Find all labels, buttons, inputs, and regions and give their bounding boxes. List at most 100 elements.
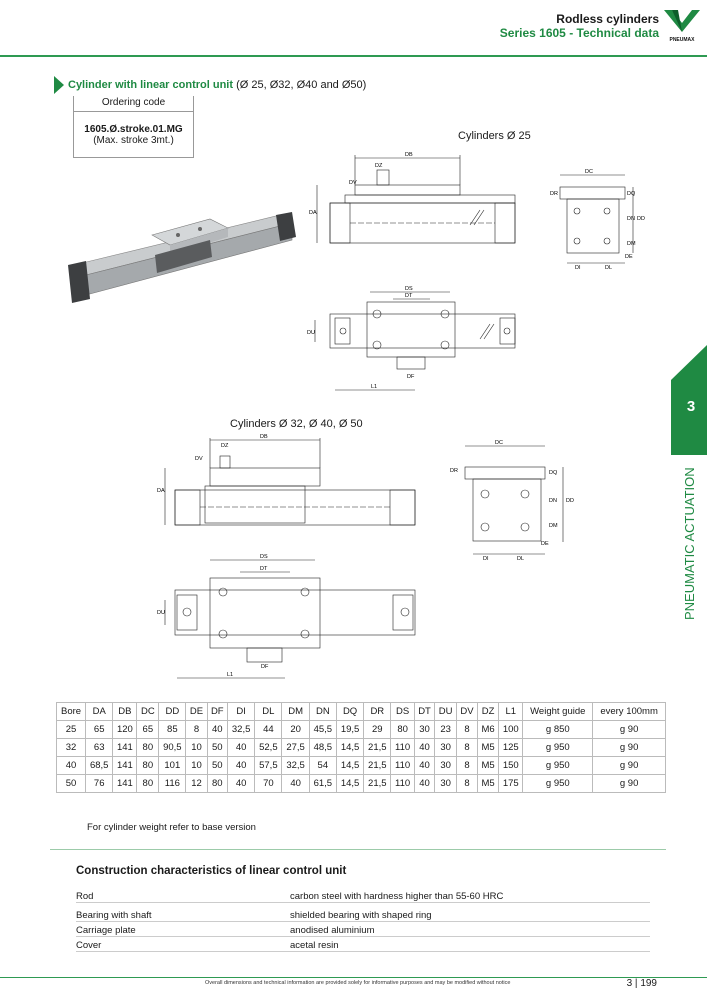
dim-32-df: DF xyxy=(261,664,269,670)
table-cell: 32,5 xyxy=(227,720,256,739)
table-cell: 40 xyxy=(413,774,436,793)
table-cell: 8 xyxy=(455,756,479,775)
table-cell: 76 xyxy=(85,774,114,793)
table-cell: 27,5 xyxy=(281,738,310,757)
dim-32-dr: DR xyxy=(450,468,458,474)
construction-row: Carriage plate anodised aluminium xyxy=(76,925,650,937)
table-cell: 141 xyxy=(112,738,138,757)
dim-db: DB xyxy=(405,152,413,158)
table-cell: 12 xyxy=(185,774,208,793)
table-cell: 80 xyxy=(136,738,160,757)
table-cell: 52,5 xyxy=(254,738,283,757)
dim-32-da: DA xyxy=(157,488,165,494)
footer-page: 199 xyxy=(640,978,657,989)
construction-value: acetal resin xyxy=(290,940,339,951)
dim-25-di: DI xyxy=(575,265,581,270)
table-cell: 40 xyxy=(281,774,310,793)
table-cell: g 950 xyxy=(522,774,594,793)
table-header-cell: DR xyxy=(363,702,392,721)
construction-row: Rod carbon steel with hardness higher th… xyxy=(76,891,650,903)
table-cell: 54 xyxy=(308,756,337,775)
weight-note: For cylinder weight refer to base versio… xyxy=(87,822,256,833)
table-header-cell: DA xyxy=(85,702,114,721)
construction-title: Construction characteristics of linear c… xyxy=(76,865,347,877)
dim-25-dr: DR xyxy=(550,191,558,197)
footer-chapter: 3 xyxy=(626,978,633,989)
table-cell: 25 xyxy=(55,720,87,739)
dim-32-ds: DS xyxy=(260,554,268,560)
table-cell: 100 xyxy=(498,720,524,739)
dim-32-de: DE xyxy=(541,541,549,547)
table-cell: 32 xyxy=(55,738,87,757)
construction-key: Cover xyxy=(76,940,102,951)
dim-32-dq: DQ xyxy=(549,470,558,476)
table-cell: 32,5 xyxy=(281,756,310,775)
construction-value: anodised aluminium xyxy=(290,925,375,936)
table-cell: 150 xyxy=(498,756,524,775)
table-cell: 40 xyxy=(227,756,256,775)
table-cell: 30 xyxy=(434,756,457,775)
table-cell: 85 xyxy=(158,720,187,739)
table-cell: 10 xyxy=(185,738,208,757)
dim-32-db: DB xyxy=(260,434,268,440)
dim-32-dt: DT xyxy=(260,566,268,572)
dim-25-dd: DD xyxy=(637,216,645,222)
dim-25-dc: DC xyxy=(585,169,593,175)
table-header-cell: DU xyxy=(434,702,457,721)
drawing-32-side-view: DC DR DQ DN DD DM DE DI DL xyxy=(450,440,574,562)
construction-value: carbon steel with hardness higher than 5… xyxy=(290,891,504,902)
chapter-label-vertical: PNEUMATIC ACTUATION xyxy=(682,467,697,620)
construction-row: Bearing with shaft shielded bearing with… xyxy=(76,910,650,922)
table-cell: g 90 xyxy=(592,720,666,739)
table-cell: 61,5 xyxy=(308,774,337,793)
table-cell: 40 xyxy=(413,738,436,757)
table-cell: 50 xyxy=(206,738,229,757)
table-cell: M6 xyxy=(477,720,500,739)
table-header-cell: Bore xyxy=(55,702,87,721)
drawing-32-front-view: DB DZ DV DA xyxy=(157,434,416,526)
table-header-cell: DV xyxy=(455,702,479,721)
logo-text: PNEUMAX xyxy=(669,37,695,43)
caption-cylinders-32-40-50: Cylinders Ø 32, Ø 40, Ø 50 xyxy=(230,418,363,430)
table-cell: 40 xyxy=(227,738,256,757)
table-header-cell: DF xyxy=(206,702,229,721)
table-header-cell: DE xyxy=(185,702,208,721)
table-cell: 141 xyxy=(112,774,138,793)
ordering-code-box: Ordering code 1605.Ø.stroke.01.MG (Max. … xyxy=(73,96,194,158)
page-number: 3 | 199 xyxy=(626,978,657,989)
table-cell: 30 xyxy=(413,720,436,739)
table-cell: 110 xyxy=(390,756,415,775)
header-rule xyxy=(0,55,707,57)
dim-25-dt: DT xyxy=(405,293,413,299)
dim-32-dd: DD xyxy=(566,498,574,504)
dim-32-l1: L1 xyxy=(227,672,233,678)
dim-32-di: DI xyxy=(483,556,489,562)
ordering-code: 1605.Ø.stroke.01.MG xyxy=(84,124,183,135)
dim-32-dz: DZ xyxy=(221,443,229,449)
table-cell: 65 xyxy=(136,720,160,739)
table-cell: M5 xyxy=(477,774,500,793)
table-header-cell: DI xyxy=(227,702,256,721)
header-subtitle: Series 1605 - Technical data xyxy=(499,26,659,40)
chapter-tab: 3 xyxy=(671,345,707,455)
table-cell: 175 xyxy=(498,774,524,793)
table-cell: 21,5 xyxy=(363,774,392,793)
table-cell: 21,5 xyxy=(363,738,392,757)
table-cell: 110 xyxy=(390,738,415,757)
dim-25-de: DE xyxy=(625,254,633,260)
table-cell: 116 xyxy=(158,774,187,793)
table-cell: 70 xyxy=(254,774,283,793)
table-cell: 20 xyxy=(281,720,310,739)
table-cell: 10 xyxy=(185,756,208,775)
table-cell: 23 xyxy=(434,720,457,739)
chapter-label: PNEUMATIC ACTUATION xyxy=(682,467,697,620)
dim-32-du: DU xyxy=(157,610,165,616)
table-cell: 8 xyxy=(185,720,208,739)
table-cell: g 90 xyxy=(592,774,666,793)
dim-32-dm: DM xyxy=(549,523,558,529)
